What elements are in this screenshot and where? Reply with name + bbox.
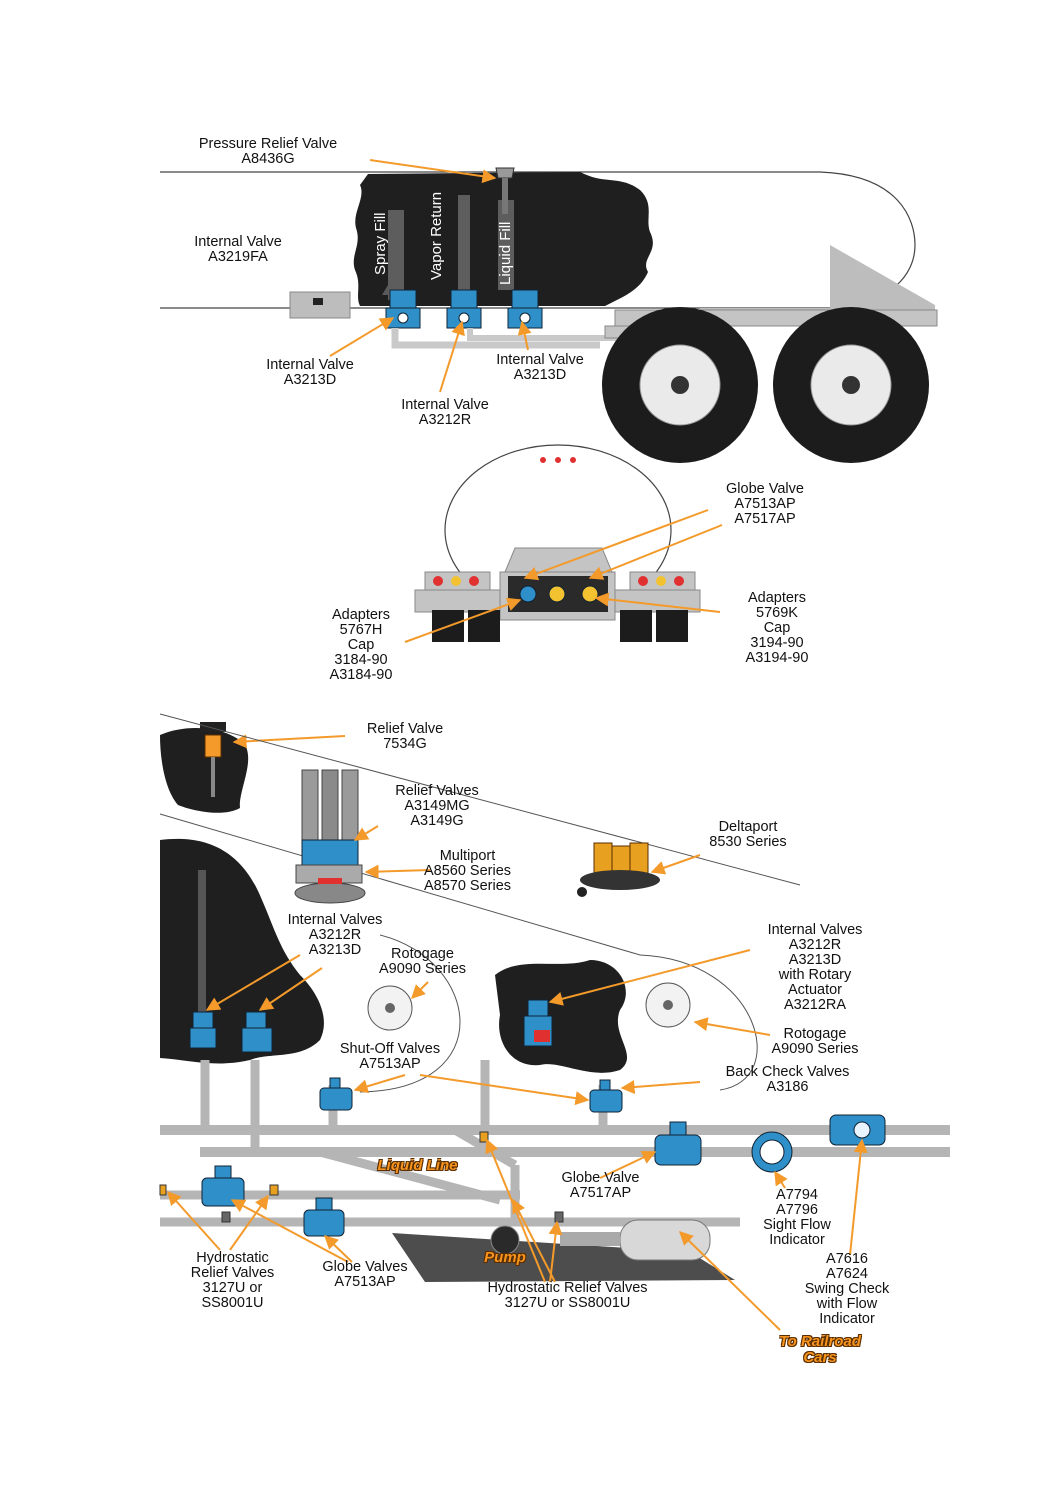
adapters-5767h-label: Adapters 5767H Cap 3184-90 A3184-90 [329, 607, 393, 683]
liquid-fill-label: Liquid Fill [497, 222, 514, 285]
swing-check-label: A7616 A7624 Swing Check with Flow Indica… [804, 1251, 890, 1327]
shutoff-valves-label: Shut-Off Valves A7513AP [339, 1041, 441, 1072]
tank-underbody [700, 245, 935, 318]
plant-view [159, 713, 950, 1331]
globe-valve-rear-label: Globe Valve A7513AP A7517AP [726, 481, 804, 527]
internal-valve-icon [241, 1011, 273, 1053]
internal-valve-icon [507, 289, 543, 329]
liquid-line-label: Liquid Line [377, 1157, 458, 1174]
internal-valve-icon [189, 1011, 217, 1049]
swing-check-icon [829, 1114, 886, 1146]
internal-valve-a3213d-left-label: Internal Valve A3213D [266, 357, 354, 388]
globe-valve-a7517ap-label: Globe Valve A7517AP [561, 1170, 640, 1201]
globe-valves-a7513ap-label: Globe Valves A7513AP [322, 1259, 408, 1290]
globe-valve-icon [201, 1165, 245, 1207]
globe-valve-icon [519, 585, 599, 603]
pressure-relief-valve-label: Pressure Relief Valve A8436G [198, 136, 338, 167]
pump-base [392, 1233, 735, 1282]
spray-fill-label: Spray Fill [372, 212, 389, 275]
internal-valve-a3212r-label: Internal Valve A3212R [401, 397, 489, 428]
internal-valve-a3219fa-label: Internal Valve A3219FA [194, 234, 282, 265]
back-check-valves-label: Back Check Valves A3186 [725, 1064, 850, 1095]
rotogage-left-label: Rotogage A9090 Series [378, 946, 467, 977]
tanker-side-view: Spray Fill Vapor Return Liquid Fill [160, 159, 938, 463]
deltaport-icon [577, 842, 660, 897]
internal-valve-icon [523, 999, 553, 1047]
vapor-return-label: Vapor Return [428, 192, 445, 280]
internal-valves-left-label: Internal Valves A3212R A3213D [287, 912, 383, 958]
relief-valves-a3149-label: Relief Valves A3149MG A3149G [395, 783, 479, 829]
shutoff-valve-icon [319, 1077, 353, 1111]
relief-valves-stack-icon [294, 769, 366, 904]
relief-valve-icon [200, 722, 226, 797]
deltaport-label: Deltaport 8530 Series [709, 819, 787, 850]
adapters-5769k-label: Adapters 5769K Cap 3194-90 A3194-90 [745, 590, 809, 666]
rotogage-icon [367, 985, 413, 1031]
tanker-rear-view [404, 444, 723, 643]
pump-label: Pump [484, 1249, 526, 1266]
wheel-icon [773, 307, 929, 463]
hydrostatic-relief-center-label: Hydrostatic Relief Valves 3127U or SS800… [487, 1280, 648, 1311]
multiport-label: Multiport A8560 Series A8570 Series [423, 848, 512, 894]
pump-icon [490, 1219, 711, 1261]
pressure-relief-valve-icon [495, 167, 515, 214]
wheel-icon [602, 307, 758, 463]
internal-valve-a3213d-right-label: Internal Valve A3213D [496, 352, 584, 383]
relief-valve-7534g-label: Relief Valve 7534G [366, 721, 444, 752]
rotogage-icon [645, 982, 691, 1028]
globe-valve-icon [303, 1197, 345, 1237]
to-railroad-cars-label: To Railroad Cars [779, 1333, 861, 1366]
internal-valve-icon [446, 289, 482, 329]
hydrostatic-relief-left-label: Hydrostatic Relief Valves 3127U or SS800… [190, 1250, 275, 1311]
sight-flow-indicator-label: A7794 A7796 Sight Flow Indicator [763, 1187, 831, 1248]
rotogage-right-label: Rotogage A9090 Series [771, 1026, 859, 1057]
sight-flow-indicator-icon [751, 1131, 793, 1173]
internal-valves-right-label: Internal Valves A3212R A3213D with Rotar… [767, 922, 863, 1013]
internal-valve-icon [385, 289, 421, 329]
globe-valve-icon [654, 1121, 702, 1166]
shutoff-valve-icon [589, 1079, 623, 1113]
